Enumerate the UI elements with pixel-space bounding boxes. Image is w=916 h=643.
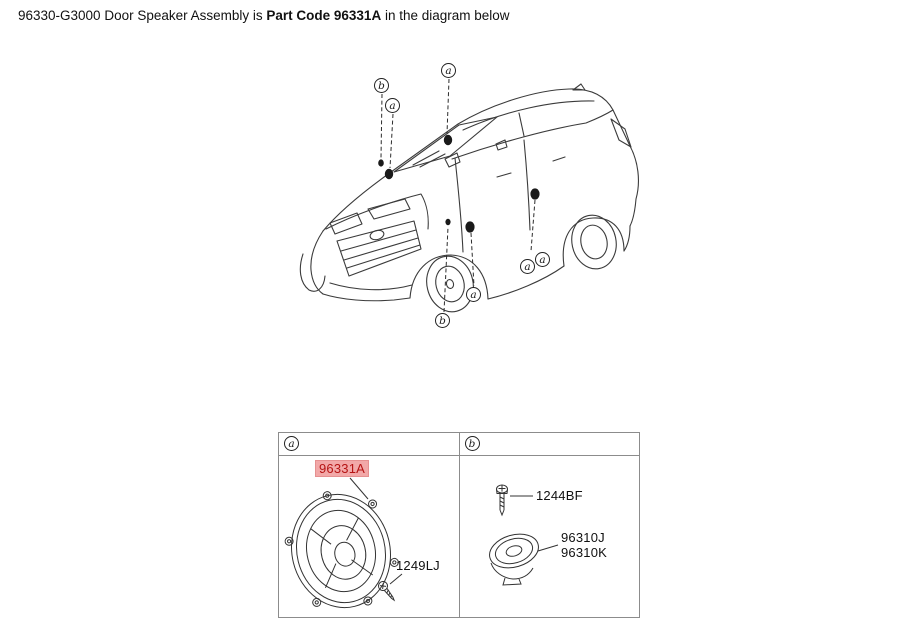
title-prefix: 96330-G3000 Door Speaker Assembly is (18, 8, 267, 23)
callout-a-front-door: a (466, 287, 481, 302)
callout-a-rear-door-1: a (520, 259, 535, 274)
parts-cell-b: b (459, 433, 640, 617)
callout-b-tweeter-right: b (435, 313, 450, 328)
car-line-art (299, 83, 639, 313)
parts-cell-a-header: a (279, 433, 459, 456)
part-label-1249lj[interactable]: 1249LJ (396, 558, 440, 573)
parts-cell-b-header: b (459, 433, 639, 456)
title-part-code: Part Code 96331A (266, 8, 382, 23)
callout-a-dash-left: a (385, 98, 400, 113)
title-suffix: in the diagram below (381, 8, 510, 23)
parts-cell-a: a (279, 433, 460, 617)
part-label-1244bf[interactable]: 1244BF (536, 488, 583, 503)
callout-a-dash-right: a (441, 63, 456, 78)
page-title: 96330-G3000 Door Speaker Assembly is Par… (18, 6, 510, 26)
balloon-a: a (284, 436, 299, 451)
rear-door-speaker-dot (530, 188, 540, 200)
callout-leader-lines (380, 78, 536, 313)
parts-cell-b-body (460, 456, 640, 617)
callout-a-rear-door-2: a (535, 252, 550, 267)
dash-tweeter-dot-left (378, 159, 384, 167)
part-label-96310j[interactable]: 96310J (561, 530, 605, 545)
dash-speaker-dot-left (384, 168, 394, 180)
dash-speaker-dot-right (443, 134, 453, 146)
balloon-b: b (464, 436, 480, 451)
speaker-location-dots (378, 134, 540, 233)
part-label-96310k[interactable]: 96310K (561, 545, 608, 560)
front-door-speaker-dot (465, 221, 475, 233)
parts-cell-a-body (279, 456, 459, 617)
part-label-96331a[interactable]: 96331A (315, 460, 370, 477)
callout-b-dash-left: b (374, 78, 389, 93)
tweeter-dot-right (445, 218, 451, 226)
